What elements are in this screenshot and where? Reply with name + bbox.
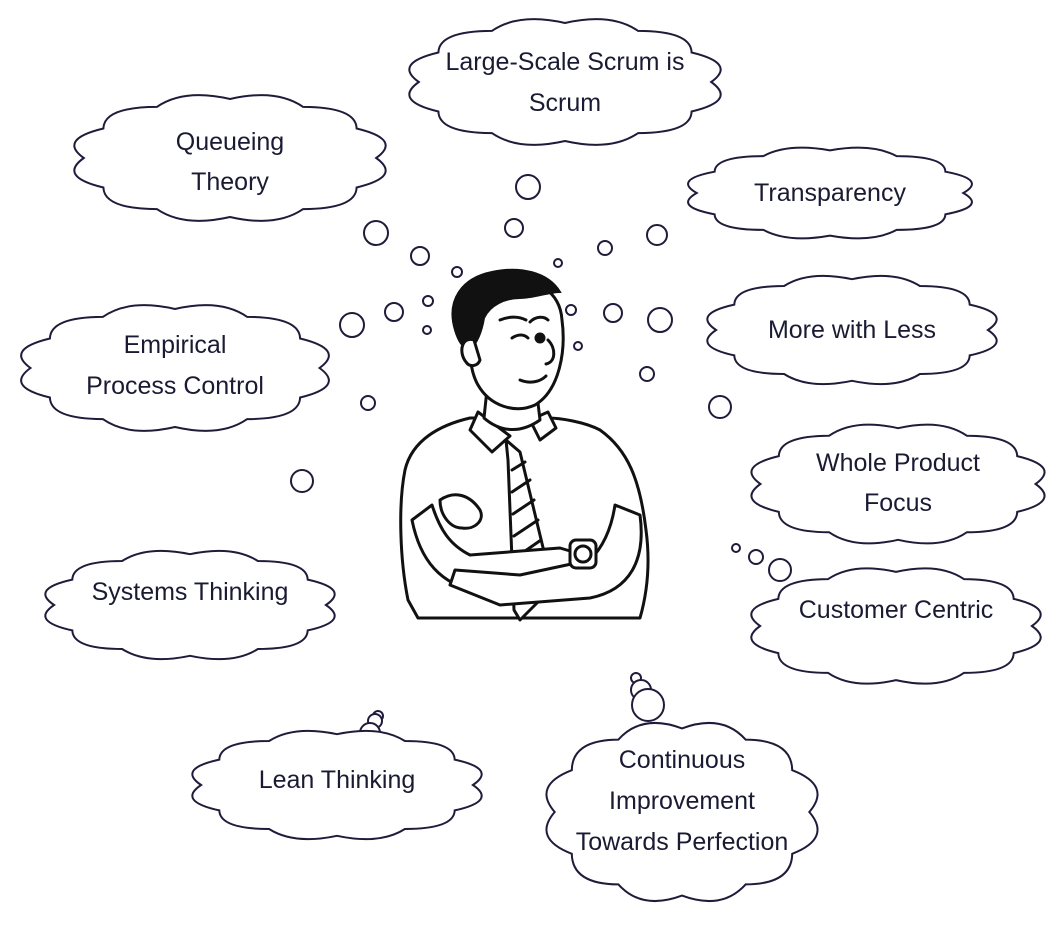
cloud-label-queueing-theory-line-2: Theory (191, 168, 269, 196)
thought-bubble (553, 258, 563, 268)
face-details (498, 315, 556, 384)
cloud-systems-thinking (44, 549, 336, 661)
cloud-transparency (687, 146, 973, 240)
cloud-label-empirical-process-control-line-2: Process Control (86, 372, 264, 400)
cloud-label-continuous-improvement-line-3: Towards Perfection (576, 828, 789, 856)
cloud-label-more-with-less-line-1: More with Less (768, 316, 936, 344)
cloud-label-transparency-line-1: Transparency (754, 179, 906, 207)
cloud-whole-product-focus (750, 423, 1046, 545)
thought-bubble (363, 220, 389, 246)
hand-left (438, 493, 483, 530)
thought-bubble (515, 174, 541, 200)
thought-bubble (451, 266, 463, 278)
thought-bubble (646, 224, 668, 246)
cloud-label-whole-product-focus-line-1: Whole Product (816, 449, 980, 477)
thought-bubble (573, 341, 583, 351)
cloud-lean-thinking (191, 729, 483, 841)
thought-bubble (708, 395, 732, 419)
cloud-label-queueing-theory-line-1: Queueing (176, 128, 284, 156)
thought-bubble (384, 302, 404, 322)
cloud-continuous-improvement (545, 721, 819, 903)
thought-bubble (410, 246, 430, 266)
watch-face (573, 544, 593, 564)
thought-bubble (290, 469, 314, 493)
thought-bubble (422, 295, 434, 307)
thought-bubble (565, 304, 577, 316)
thought-bubble (768, 558, 792, 582)
thought-bubble (504, 218, 524, 238)
thinking-man-illustration (399, 268, 650, 622)
thought-clouds (20, 18, 1046, 903)
cloud-label-empirical-process-control-line-1: Empirical (124, 331, 227, 359)
thought-bubble (639, 366, 655, 382)
cloud-label-large-scale-scrum-line-1: Large-Scale Scrum is (446, 48, 685, 76)
cloud-customer-centric (750, 567, 1042, 685)
thought-bubble (603, 303, 623, 323)
cloud-label-lean-thinking-line-1: Lean Thinking (259, 766, 416, 794)
cloud-label-continuous-improvement-line-1: Continuous (619, 746, 745, 774)
thought-bubble (631, 688, 665, 722)
cloud-label-whole-product-focus-line-2: Focus (864, 489, 932, 517)
thought-bubble (597, 240, 613, 256)
cloud-more-with-less (706, 274, 998, 386)
thought-bubble (360, 395, 376, 411)
thought-bubble (647, 307, 673, 333)
cloud-large-scale-scrum (408, 18, 722, 146)
cloud-queueing-theory (73, 94, 387, 222)
thought-bubble (339, 312, 365, 338)
thought-bubble (422, 325, 432, 335)
thought-bubble (731, 543, 741, 553)
cloud-label-large-scale-scrum-line-2: Scrum (529, 89, 601, 117)
cloud-empirical-process-control (20, 304, 330, 432)
cloud-label-customer-centric-line-1: Customer Centric (799, 596, 994, 624)
cloud-label-systems-thinking-line-1: Systems Thinking (92, 578, 289, 606)
thought-bubble (748, 549, 764, 565)
cloud-label-continuous-improvement-line-2: Improvement (609, 787, 755, 815)
ear (460, 337, 482, 368)
right-arm (448, 503, 643, 607)
